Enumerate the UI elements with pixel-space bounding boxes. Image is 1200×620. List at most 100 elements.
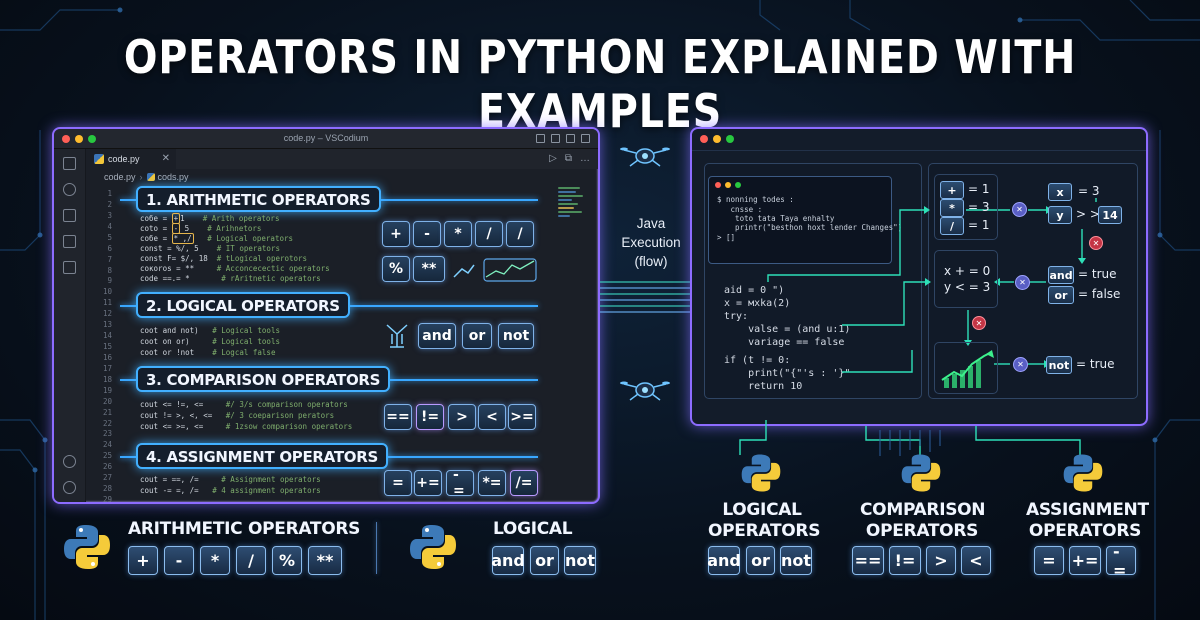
code-line: valse = (and u:1) (724, 324, 851, 335)
account-icon[interactable] (63, 455, 76, 468)
line-number: 6 (107, 243, 112, 253)
code-line[interactable]: coбe = +1 # Arith operators (140, 213, 280, 224)
operator-multiply: * (200, 546, 230, 575)
error-node-icon: ✕ (972, 316, 986, 330)
maximize-window-button[interactable] (726, 135, 734, 143)
line-number: 8 (107, 265, 112, 275)
result-value: = 3 (968, 200, 990, 214)
minimap[interactable] (558, 185, 588, 255)
line-number: 3 (107, 210, 112, 220)
code-line[interactable]: const = %/, 5 # IT operators (140, 244, 280, 253)
close-window-button[interactable] (715, 182, 721, 188)
flow-label-line: Java (636, 216, 666, 231)
group-label: LOGICAL OPERATORS (708, 500, 820, 542)
split-editor-icon[interactable]: ⧉ (564, 153, 572, 164)
operator-or: or (462, 323, 492, 349)
operator-not: not (1046, 356, 1072, 374)
activity-bar (54, 149, 86, 502)
maximize-window-button[interactable] (88, 135, 96, 143)
customize-layout-icon[interactable] (581, 134, 590, 143)
breadcrumb-item[interactable]: code.py (104, 172, 136, 182)
operator-subtract: - (413, 221, 441, 247)
maximize-window-button[interactable] (735, 182, 741, 188)
result-value: = 1 (968, 218, 990, 232)
run-debug-icon[interactable] (63, 235, 76, 248)
line-number: 19 (102, 385, 112, 395)
editor-window: code.py – VSCodium code.py ✕ ▷ ⧉ … code.… (52, 127, 600, 504)
section-divider (376, 522, 377, 574)
group-label-line: OPERATORS (865, 521, 979, 541)
group-label-line: OPERATORS (1028, 521, 1142, 541)
group-label-line: LOGICAL (722, 500, 802, 520)
group-label-line: ASSIGNMENT (1026, 500, 1149, 520)
operator-subtract-assign: -= (446, 467, 474, 499)
line-number: 26 (102, 462, 112, 472)
minimize-window-button[interactable] (725, 182, 731, 188)
operator-multiply: * (940, 199, 964, 217)
code-line[interactable]: coot on or) # Logical tools (140, 337, 280, 346)
operator-or: or (1048, 286, 1074, 304)
section-title: 3. COMPARISON OPERATORS (136, 366, 391, 392)
minimize-window-button[interactable] (713, 135, 721, 143)
data-stream-lines (600, 281, 692, 313)
operator-greater-equal: >= (508, 404, 536, 430)
code-line[interactable]: cout -= =, /= # 4 assignment operators (140, 486, 321, 495)
close-window-button[interactable] (62, 135, 70, 143)
operator-divide: / (475, 221, 503, 247)
code-line[interactable]: cout != >, <, <= #/ 3 coeparison perator… (140, 411, 335, 420)
comparison-result: 14 (1098, 206, 1122, 224)
line-number: 2 (107, 199, 112, 209)
operator-less: < (961, 546, 991, 575)
split-layout-icon[interactable] (566, 134, 575, 143)
execute-node-icon: ✕ (1015, 275, 1030, 290)
code-line[interactable]: coot and not) # Logical tools (140, 326, 280, 335)
line-number: 28 (102, 484, 112, 494)
run-file-icon[interactable]: ▷ (549, 153, 557, 164)
code-line: if (t != 0: (724, 355, 791, 366)
code-line[interactable]: coto = - 5 # Arihnetors (140, 223, 262, 234)
close-window-button[interactable] (700, 135, 708, 143)
line-number: 21 (102, 407, 112, 417)
minimize-window-button[interactable] (75, 135, 83, 143)
python-logo-icon (741, 454, 781, 492)
source-control-icon[interactable] (63, 209, 76, 222)
breadcrumb-item[interactable]: cods.py (157, 172, 189, 182)
bottom-label: LOGICAL (493, 519, 573, 539)
line-number: 25 (102, 451, 112, 461)
code-line[interactable]: cout <= >=, <= # 1zsow comparison operat… (140, 422, 353, 431)
operator-power: ** (308, 546, 342, 575)
extensions-icon[interactable] (63, 261, 76, 274)
code-line[interactable]: cout <= !=, <= #/ 3/s comparison operato… (140, 400, 348, 409)
more-actions-icon[interactable]: … (580, 153, 590, 164)
explorer-icon[interactable] (63, 157, 76, 170)
search-icon[interactable] (63, 183, 76, 196)
bottom-label: ARITHMETIC OPERATORS (128, 519, 361, 539)
code-line[interactable]: coбe = * ,/ # Logical operators (140, 233, 294, 244)
section-divider (120, 456, 138, 458)
python-logo-icon (64, 525, 110, 569)
terminal-prompt[interactable]: > [] (717, 233, 736, 242)
operator-not: not (498, 323, 534, 349)
code-line[interactable]: coкoros = ** # Acconcecectic operators (140, 264, 330, 273)
toggle-panel-icon[interactable] (551, 134, 560, 143)
section-title: 4. ASSIGNMENT OPERATORS (136, 443, 388, 469)
code-line[interactable]: const F= $/, 18 # tLogical operotors (140, 254, 308, 263)
python-logo-icon (1063, 454, 1103, 492)
operator-add: + (128, 546, 158, 575)
toggle-sidebar-icon[interactable] (536, 134, 545, 143)
operator-and: and (707, 546, 741, 575)
code-line[interactable]: code ==.= * # rAritnetic operators (140, 274, 321, 283)
line-number: 1 (107, 189, 112, 198)
breadcrumb: code.py›cods.py (86, 169, 286, 185)
close-tab-icon[interactable]: ✕ (161, 153, 170, 164)
code-line[interactable]: cout = ==, /= # Assignment operators (140, 475, 321, 484)
line-number: 17 (102, 363, 112, 373)
code-line[interactable]: coot or !not # Logcal false (140, 348, 276, 357)
settings-gear-icon[interactable] (63, 481, 76, 494)
terminal-line: $ nonning todes : (717, 195, 794, 204)
tab-code-py[interactable]: code.py ✕ (86, 149, 176, 169)
section-divider (316, 199, 538, 201)
python-logo-icon (410, 525, 456, 569)
section-title: 2. LOGICAL OPERATORS (136, 292, 350, 318)
